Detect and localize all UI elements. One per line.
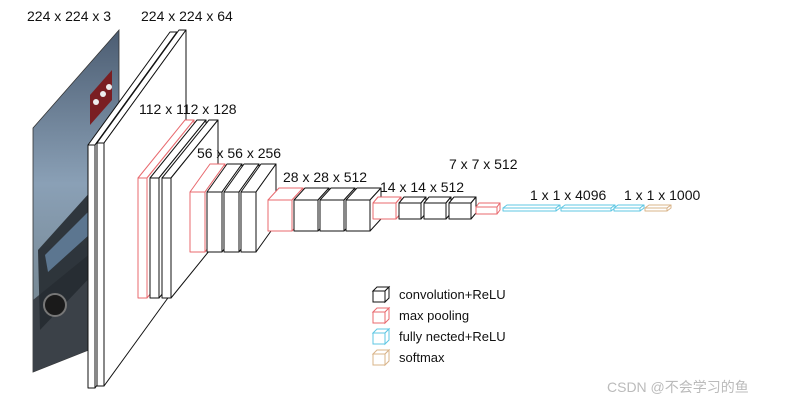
- legend-conv-label: convolution+ReLU: [399, 287, 506, 302]
- legend-conv-icon: [371, 285, 391, 304]
- block-fc3: [613, 204, 645, 212]
- label-conv2: 112 x 112 x 128: [139, 101, 237, 117]
- label-input: 224 x 224 x 3: [27, 8, 112, 24]
- label-conv4: 28 x 28 x 512: [283, 169, 368, 185]
- legend-softmax-label: softmax: [399, 350, 445, 365]
- block-pool4: [372, 196, 402, 220]
- block-conv5c: [448, 196, 477, 220]
- label-conv3: 56 x 56 x 256: [197, 145, 282, 161]
- legend-pool-label: max pooling: [399, 308, 470, 323]
- block-conv5b: [423, 196, 452, 220]
- block-pool5: [475, 202, 501, 215]
- legend-softmax-icon: [371, 348, 391, 367]
- block-fc2: [560, 204, 616, 212]
- label-pool5: 7 x 7 x 512: [449, 156, 518, 172]
- label-conv1: 224 x 224 x 64: [141, 8, 233, 24]
- legend-pool-icon: [371, 306, 391, 325]
- block-softmax: [644, 204, 672, 212]
- block-fc1: [502, 204, 561, 212]
- legend-fc-label: fully nected+ReLU: [399, 329, 506, 344]
- label-fc1: 1 x 1 x 4096: [530, 187, 607, 203]
- legend-fc-icon: [371, 327, 391, 346]
- legend-icons: [371, 285, 391, 367]
- watermark: CSDN @不会学习的鱼: [607, 379, 749, 395]
- label-fc3: 1 x 1 x 1000: [624, 187, 701, 203]
- block-conv5a: [398, 196, 427, 220]
- label-conv5: 14 x 14 x 512: [380, 179, 465, 195]
